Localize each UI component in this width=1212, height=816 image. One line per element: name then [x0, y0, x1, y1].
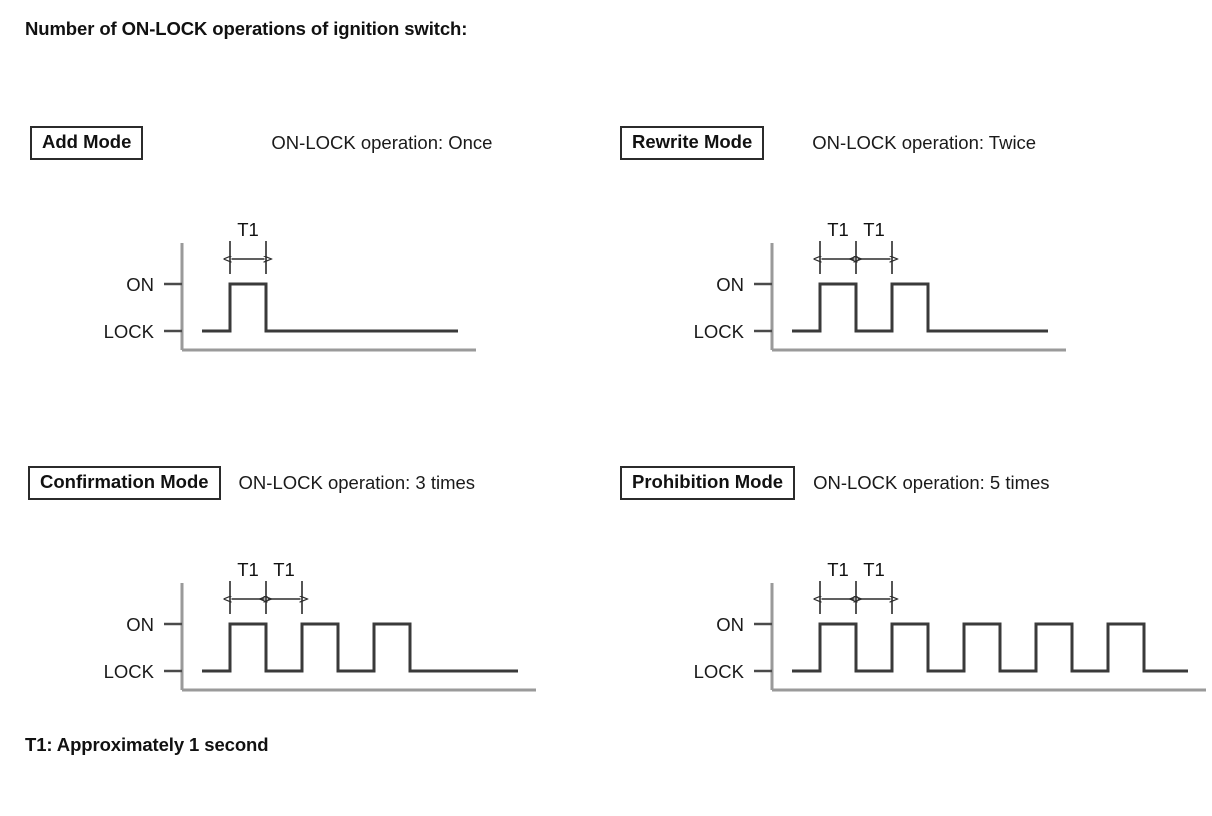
mode-label-add-mode[interactable]: Add Mode [30, 126, 144, 160]
signal-trace [202, 282, 458, 333]
panel-header-confirmation-mode: Confirmation Mode ON-LOCK operation: 3 ti… [28, 466, 475, 500]
dimension-label-t1: T1 [827, 559, 849, 580]
dimension-label-t1: T1 [863, 219, 885, 240]
panel-header-prohibition-mode: Prohibition Mode ON-LOCK operation: 5 tim… [620, 466, 1050, 500]
mode-label-prohibition-mode[interactable]: Prohibition Mode [620, 466, 796, 500]
waveform-chart: ON LOCK T1 T1 [694, 559, 1206, 692]
waveform-rewrite-mode: ON LOCK T1 T1 [640, 216, 1070, 361]
waveform-add-mode: ON LOCK T1 [50, 216, 480, 361]
operation-count-confirmation-mode: ON-LOCK operation: 3 times [238, 471, 476, 493]
page-title: Number of ON-LOCK operations of ignition… [25, 18, 468, 39]
waveform-chart: ON LOCK T1 T1 [694, 219, 1066, 352]
t1-footnote: T1: Approximately 1 second [25, 734, 269, 755]
label-lock: LOCK [694, 321, 745, 342]
operation-count-rewrite-mode: ON-LOCK operation: Twice [812, 131, 1037, 153]
label-lock: LOCK [104, 321, 155, 342]
signal-trace [792, 622, 1188, 673]
waveform-confirmation-mode: ON LOCK T1 T1 [50, 556, 540, 701]
panel-header-rewrite-mode: Rewrite Mode ON-LOCK operation: Twice [620, 126, 1036, 160]
mode-label-confirmation-mode[interactable]: Confirmation Mode [28, 466, 221, 500]
waveform-prohibition-mode: ON LOCK T1 T1 [640, 556, 1210, 701]
label-on: ON [126, 614, 154, 635]
waveform-chart: ON LOCK T1 T1 [104, 559, 536, 692]
dimension-label-t1: T1 [273, 559, 295, 580]
dimension-label-t1: T1 [237, 559, 259, 580]
signal-trace [792, 282, 1048, 333]
waveform-chart: ON LOCK T1 [104, 219, 476, 352]
dimension-label-t1: T1 [237, 219, 259, 240]
operation-count-prohibition-mode: ON-LOCK operation: 5 times [813, 471, 1050, 493]
label-lock: LOCK [104, 661, 155, 682]
panel-header-add-mode: Add Mode ON-LOCK operation: Once [30, 126, 492, 160]
label-on: ON [716, 274, 744, 295]
signal-trace [202, 622, 518, 673]
operation-count-add-mode: ON-LOCK operation: Once [271, 131, 493, 153]
dimension-label-t1: T1 [863, 559, 885, 580]
label-on: ON [126, 274, 154, 295]
dimension-label-t1: T1 [827, 219, 849, 240]
label-lock: LOCK [694, 661, 745, 682]
label-on: ON [716, 614, 744, 635]
mode-label-rewrite-mode[interactable]: Rewrite Mode [620, 126, 765, 160]
